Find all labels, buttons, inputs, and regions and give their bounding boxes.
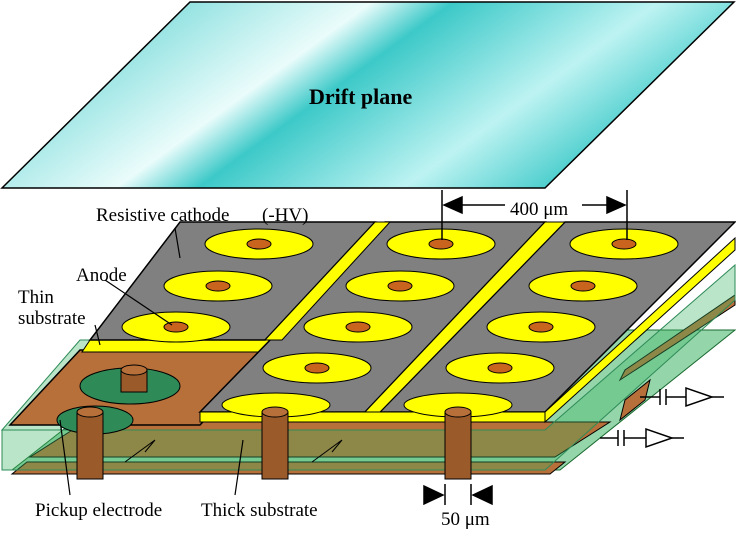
green-volume [1,263,736,471]
anode-rings [121,228,679,418]
pitch-dimension [441,190,628,240]
thin-substrate-label: Thin substrate [18,287,86,329]
leader-lines [59,227,244,496]
hv-label: (-HV) [262,205,309,226]
thick-substrate-label: Thick substrate [201,500,318,521]
width-dimension [423,484,493,506]
pickup-electrode-label: Pickup electrode [35,500,163,521]
pitch-label: 400 μm [510,199,569,220]
amplifier-icon [645,427,675,449]
drift-plane [0,1,736,189]
anode-label: Anode [76,265,127,286]
pickup-strip-3 [619,378,651,422]
right-yellow-edge [544,236,736,424]
resistive-cathode-label: Resistive cathode [96,205,230,226]
readout-circuit-2 [600,427,684,449]
small-amplifier-marks [124,439,343,463]
drift-plane-title: Drift plane [309,84,413,109]
separator-1 [263,221,392,341]
amplifier-icon [685,386,715,408]
width-label: 50 μm [441,509,490,530]
pillars [76,406,472,480]
readout-circuit-1 [640,386,724,408]
